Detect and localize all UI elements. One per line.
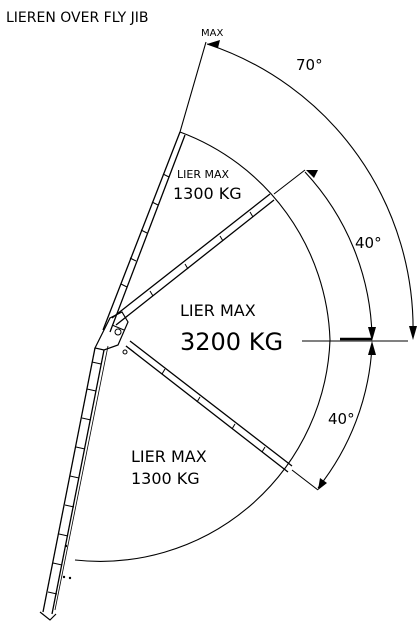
main-boom <box>39 345 109 621</box>
angle-label-70: 70° <box>296 56 323 74</box>
angle-label-lower-40: 40° <box>328 410 355 428</box>
fly-jib-lower-40-position <box>125 340 293 473</box>
boom-head <box>94 311 129 355</box>
max-reference-line <box>179 41 207 133</box>
zone-bottom-line2: 1300 KG <box>131 469 200 488</box>
angle-label-upper-40: 40° <box>355 234 382 252</box>
zone-bottom-line1: LIER MAX <box>131 447 207 466</box>
zone-top-line1: LIER MAX <box>177 168 229 181</box>
angle-arc-upper-40 <box>304 171 373 337</box>
zone-middle-line2: 3200 KG <box>180 328 283 356</box>
angle-arc-lower-40 <box>317 345 373 489</box>
angle-arc-70 <box>206 43 414 337</box>
working-radius-arc <box>74 131 331 562</box>
diagram-title: LIEREN OVER FLY JIB <box>6 10 149 26</box>
zone-middle-line1: LIER MAX <box>180 301 256 320</box>
max-label: MAX <box>201 28 223 39</box>
fly-jib-max-position <box>102 131 186 333</box>
zone-top-line2: 1300 KG <box>173 184 242 203</box>
fly-jib-upper-40-position <box>111 193 275 326</box>
